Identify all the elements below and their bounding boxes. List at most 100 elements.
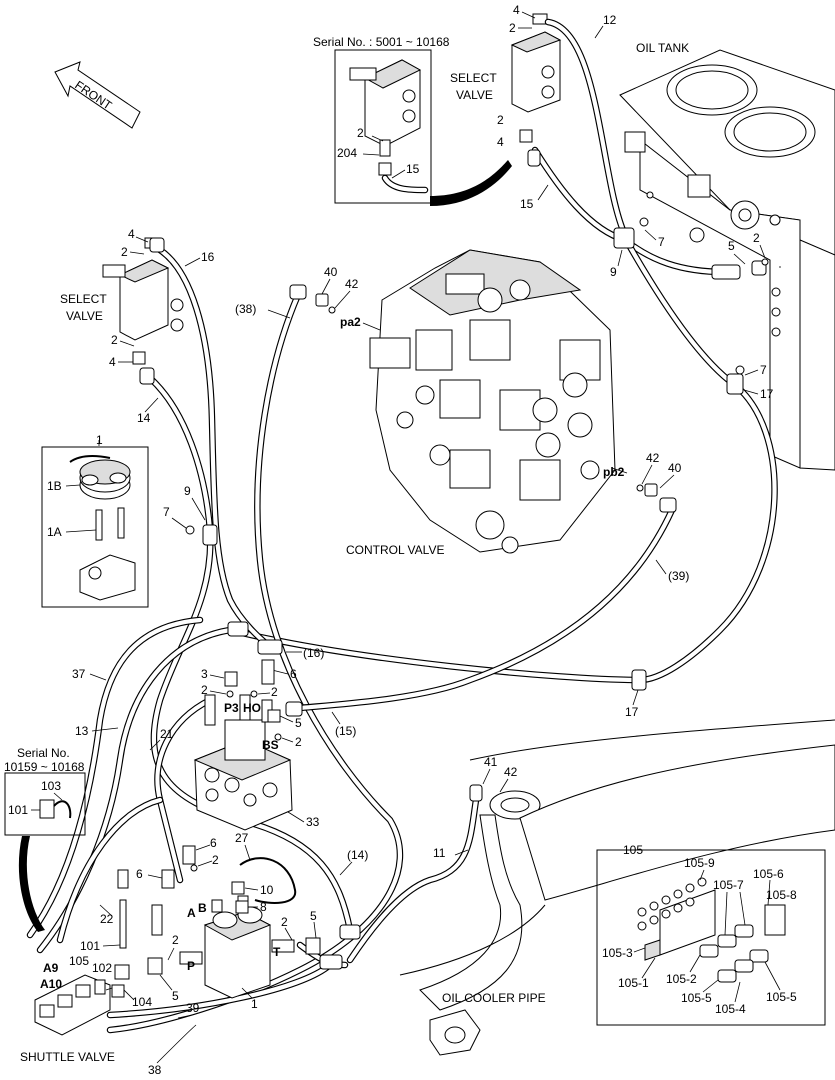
callout-10: 10 [260, 883, 274, 897]
oil-cooler-pipe-label: OIL COOLER PIPE [442, 991, 546, 1005]
hose-fittings [139, 149, 767, 970]
port-a: A [187, 906, 196, 920]
callout-15p: (15) [335, 724, 356, 738]
callout-40-b: 40 [668, 461, 682, 475]
callout-2-l: 2 [121, 245, 128, 259]
callout-2-c: 2 [753, 231, 760, 245]
port-bs: BS [262, 738, 279, 752]
callout-5-c: 5 [310, 909, 317, 923]
callout-105-2: 105-2 [666, 972, 697, 986]
port-t: T [273, 945, 281, 959]
select-valve-top-label-1: SELECT [450, 71, 497, 85]
serial-left-label-1: Serial No. [17, 746, 70, 760]
callout-4-top: 4 [513, 3, 520, 17]
port-a9: A9 [43, 961, 59, 975]
callout-104: 104 [132, 995, 152, 1009]
callout-41: 41 [484, 755, 498, 769]
callout-105-5b: 105-5 [766, 990, 797, 1004]
kit-1-label: 1 [96, 433, 103, 447]
shuttle-valve: SHUTTLE VALVE A9 A10 101 105 102 104 39 … [20, 899, 200, 1077]
select-valve-left-label-1: SELECT [60, 292, 107, 306]
callout-2-b: 2 [497, 113, 504, 127]
callout-5-a: 5 [728, 239, 735, 253]
callout-39p: (39) [668, 569, 689, 583]
callout-42-b: 42 [646, 451, 660, 465]
select-valve-top: SELECT VALVE 4 2 12 2 4 [450, 3, 617, 149]
callout-21: 21 [160, 727, 174, 741]
serial-inset-top: Serial No. : 5001 ~ 10168 2 204 15 [313, 35, 512, 206]
callout-38: 38 [148, 1063, 162, 1077]
callout-11: 11 [433, 846, 446, 860]
callout-102: 102 [92, 961, 112, 975]
callout-15-r: 15 [520, 197, 534, 211]
callout-14: 14 [137, 411, 151, 425]
callout-40-a: 40 [324, 265, 338, 279]
callout-105-1: 105-1 [618, 976, 649, 990]
callout-42-c: 42 [504, 765, 518, 779]
callout-14p: (14) [347, 848, 368, 862]
callout-105-8: 105-8 [766, 888, 797, 902]
callout-5-d: 5 [172, 989, 179, 1003]
port-p: P [187, 959, 195, 973]
callout-1a: 1A [47, 525, 62, 539]
callout-27: 27 [235, 831, 249, 845]
callout-2-g: 2 [212, 853, 219, 867]
callout-17-b: 17 [625, 705, 639, 719]
select-valve-left-label-2b: VALVE [66, 309, 103, 323]
callout-105-4: 105-4 [715, 1002, 746, 1016]
callout-9-b: 9 [184, 484, 191, 498]
callout-12: 12 [603, 13, 617, 27]
callout-2-f: 2 [295, 735, 302, 749]
callout-101-inset: 101 [8, 803, 28, 817]
port-pb2: pb2 [603, 465, 625, 479]
callout-2-h: 2 [281, 915, 288, 929]
port-pa2: pa2 [340, 315, 361, 329]
control-valve: CONTROL VALVE pa2 pb2 [340, 249, 628, 557]
callout-5-b: 5 [295, 716, 302, 730]
port-b: B [198, 901, 207, 915]
kit-105-label: 105 [623, 843, 643, 857]
callout-37: 37 [72, 667, 86, 681]
callout-105-5a: 105-5 [681, 991, 712, 1005]
oil-tank: OIL TANK [619, 41, 835, 471]
callout-105-6: 105-6 [753, 867, 784, 881]
callout-16p: (16) [303, 646, 324, 660]
callouts-general: 15 7 5 2 9 7 17 40 42 (38) 42 40 (39) 9 … [72, 184, 774, 1003]
callout-8: 8 [260, 900, 267, 914]
callout-105-7: 105-7 [713, 878, 744, 892]
callout-3: 3 [201, 667, 208, 681]
callout-s-2: 2 [357, 126, 364, 140]
callout-2-i: 2 [172, 933, 179, 947]
port-ho: HO [243, 701, 261, 715]
callout-4-l2: 4 [109, 355, 116, 369]
callout-33: 33 [306, 815, 320, 829]
callout-105: 105 [69, 954, 89, 968]
port-p3: P3 [224, 701, 239, 715]
shuttle-valve-label: SHUTTLE VALVE [20, 1050, 115, 1064]
pilot-valve-1: A B P T 1 [179, 895, 295, 1011]
callout-2-l2: 2 [111, 333, 118, 347]
callout-6-c: 6 [136, 867, 143, 881]
callout-7-a: 7 [658, 235, 665, 249]
serial-left-label-2: 10159 ~ 10168 [4, 760, 85, 774]
callout-1-bottom: 1 [251, 997, 258, 1011]
callout-s-15: 15 [406, 162, 420, 176]
callout-17-a: 17 [760, 387, 774, 401]
callout-22: 22 [100, 912, 114, 926]
oil-tank-label: OIL TANK [636, 41, 689, 55]
callout-42-a: 42 [345, 277, 359, 291]
callout-4-b: 4 [497, 135, 504, 149]
callout-2-d: 2 [201, 683, 208, 697]
callout-9-a: 9 [610, 265, 617, 279]
callout-7-b: 7 [760, 363, 767, 377]
port-a10: A10 [40, 977, 62, 991]
callout-2-e: 2 [271, 685, 278, 699]
kit-1-box: 1 1B 1A [41, 433, 149, 608]
callout-105-9: 105-9 [684, 856, 715, 870]
callout-2-top: 2 [509, 21, 516, 35]
serial-inset-left: Serial No. 10159 ~ 10168 103 101 [4, 746, 86, 932]
control-valve-label: CONTROL VALVE [346, 543, 444, 557]
select-valve-top-label-2: VALVE [456, 88, 493, 102]
callout-16: 16 [201, 250, 215, 264]
